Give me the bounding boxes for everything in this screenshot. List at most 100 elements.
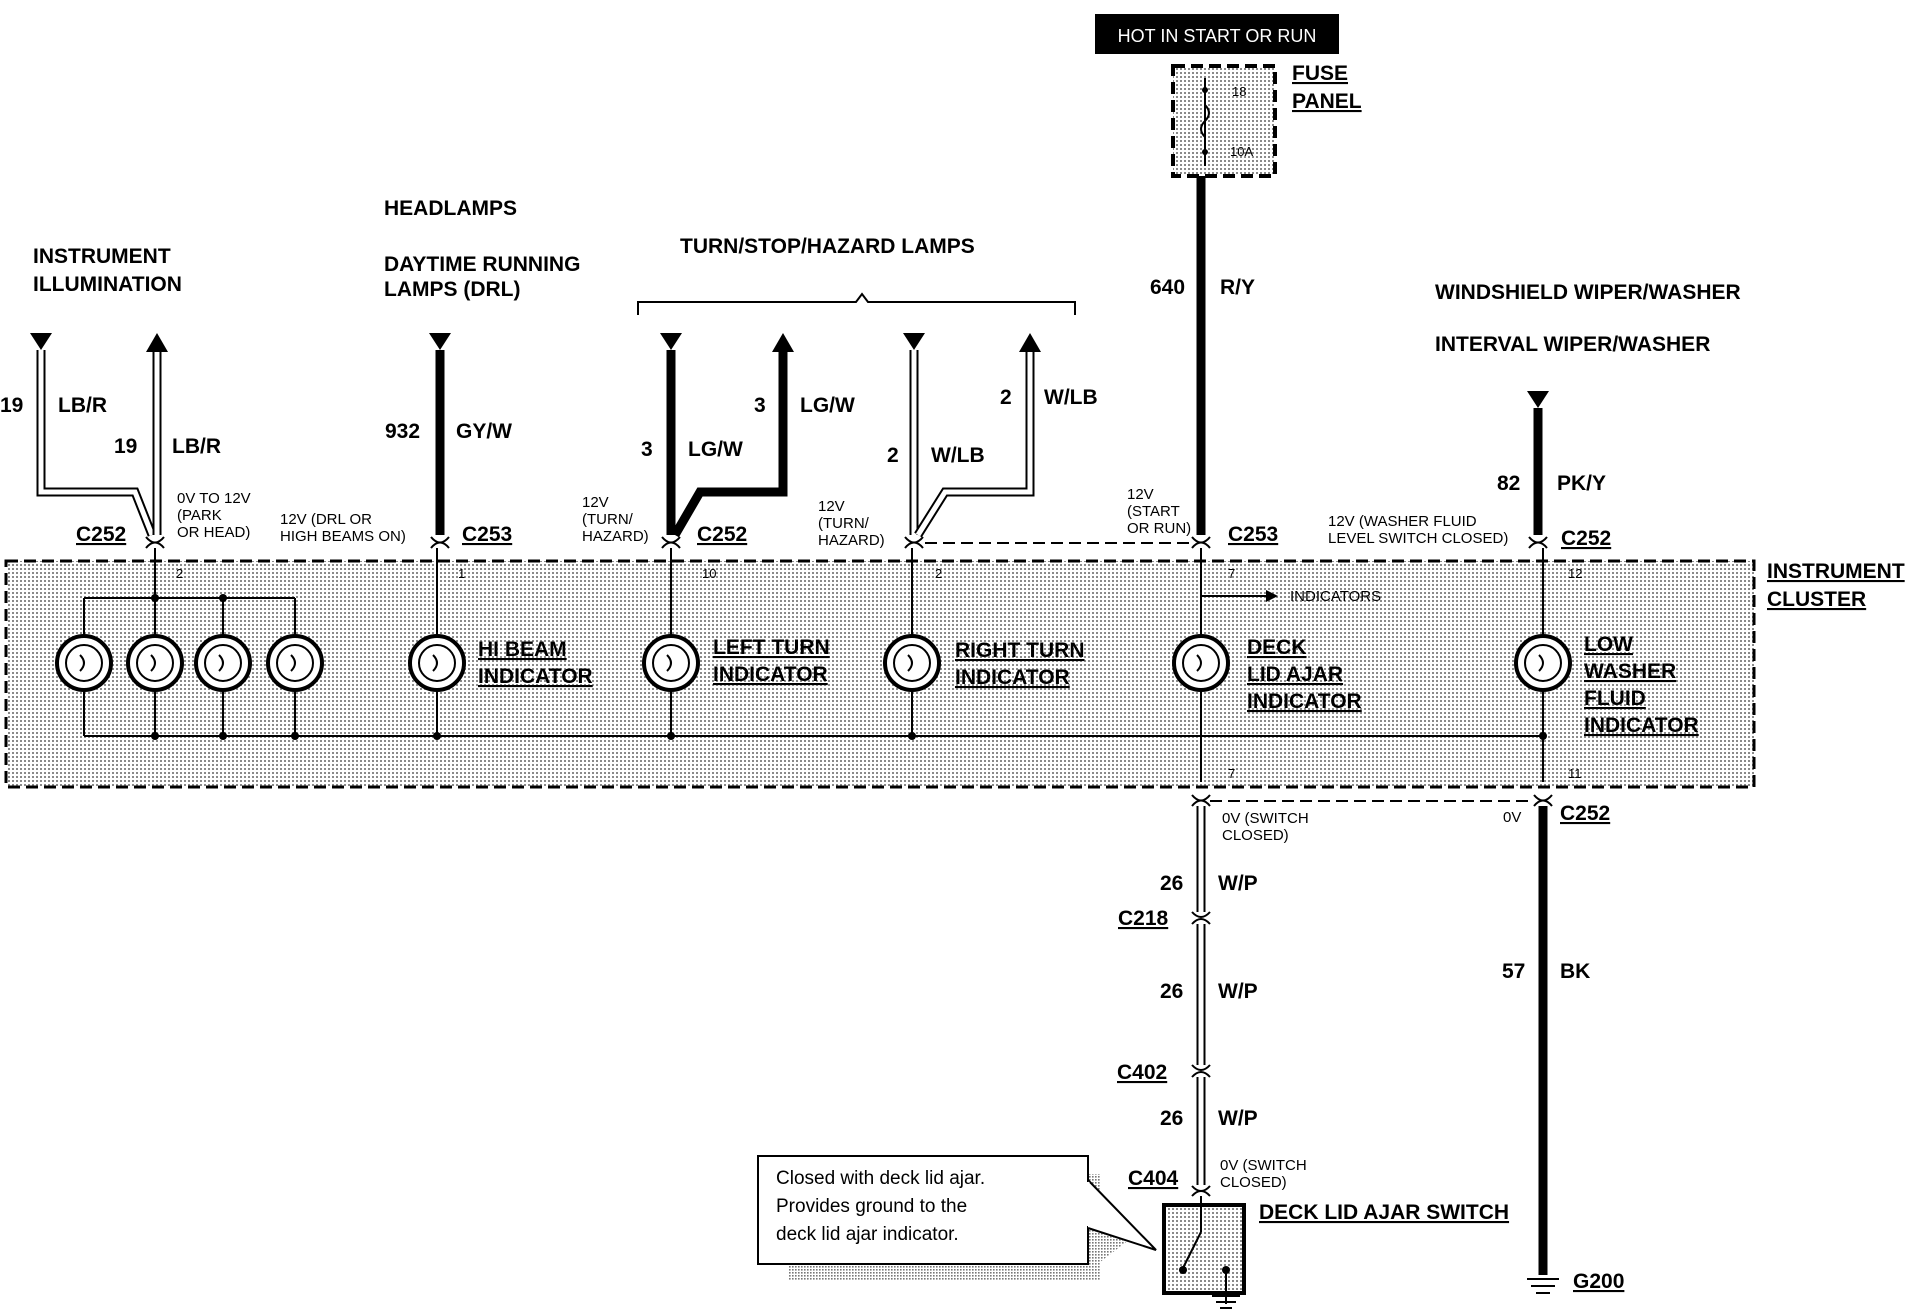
deck-lower-wire-3-number: 26 — [1160, 1107, 1183, 1130]
deck-lower-wire-2-color: W/P — [1218, 980, 1258, 1003]
deck-wire-number: 640 — [1150, 276, 1185, 299]
left-turn-voltage-3: HAZARD) — [582, 528, 649, 545]
power-source-box: HOT IN START OR RUN — [1095, 14, 1339, 54]
right-turn-circuit: 2 W/LB 2 W/LB 12V (TURN/ HAZARD) 2 RIGHT… — [818, 333, 1195, 740]
washer-circuit: WINDSHIELD WIPER/WASHER INTERVAL WIPER/W… — [1328, 281, 1741, 1294]
hi-beam-pin: 1 — [458, 566, 465, 581]
deck-wire-color: R/Y — [1220, 276, 1255, 299]
right-turn-bulb-icon — [883, 634, 941, 692]
note-line-1: Closed with deck lid ajar. — [776, 1168, 985, 1189]
down-arrow-icon — [660, 333, 682, 350]
turn-group: TURN/STOP/HAZARD LAMPS — [637, 235, 1076, 315]
deck-lower-wire-1-number: 26 — [1160, 872, 1183, 895]
right-arrow-icon — [1266, 590, 1278, 602]
hi-beam-title-2b: LAMPS (DRL) — [384, 278, 520, 301]
illum-wire-left-color: LB/R — [58, 394, 107, 417]
illum-bulb-icon — [126, 634, 184, 692]
illum-wire-right-number: 19 — [114, 435, 137, 458]
illum-pin: 2 — [176, 566, 183, 581]
illum-title-2: ILLUMINATION — [33, 273, 182, 296]
deck-lid-bulb-icon — [1172, 634, 1230, 692]
cluster-label-2: CLUSTER — [1767, 588, 1866, 611]
illum-connector: C252 — [76, 523, 126, 546]
down-arrow-icon — [30, 333, 52, 350]
deck-switch-label: DECK LID AJAR SWITCH — [1259, 1201, 1509, 1224]
deck-indicators-label: INDICATORS — [1290, 588, 1381, 605]
hi-beam-connector: C253 — [462, 523, 512, 546]
instrument-illumination-circuit: INSTRUMENT ILLUMINATION 19 LB/R 19 LB/R … — [0, 245, 1543, 740]
washer-indicator-4: INDICATOR — [1584, 714, 1699, 737]
deck-voltage-2: (START — [1127, 503, 1180, 520]
power-source-label: HOT IN START OR RUN — [1118, 26, 1317, 46]
illum-bulb-icon — [194, 634, 252, 692]
note-line-2: Provides ground to the — [776, 1196, 967, 1217]
note-line-3: deck lid ajar indicator. — [776, 1224, 959, 1245]
cluster-label-1: INSTRUMENT — [1767, 560, 1905, 583]
deck-lower-voltage-2: CLOSED) — [1222, 827, 1289, 844]
right-turn-voltage-2: (TURN/ — [818, 515, 870, 532]
washer-title-2: INTERVAL WIPER/WASHER — [1435, 333, 1710, 356]
deck-voltage-3: OR RUN) — [1127, 520, 1191, 537]
left-turn-indicator-2: INDICATOR — [713, 663, 828, 686]
left-turn-indicator-1: LEFT TURN — [713, 636, 830, 659]
hi-beam-circuit: HEADLAMPS DAYTIME RUNNING LAMPS (DRL) 93… — [280, 197, 593, 740]
deck-lower-wire-3-color: W/P — [1218, 1107, 1258, 1130]
deck-lower-voltage-1: 0V (SWITCH — [1222, 810, 1309, 827]
hi-beam-title-1: HEADLAMPS — [384, 197, 517, 220]
left-turn-bulb-icon — [642, 634, 700, 692]
ground-wire-number: 57 — [1502, 960, 1525, 983]
deck-connector-c402: C402 — [1117, 1061, 1167, 1084]
washer-indicator-3: FLUID — [1584, 687, 1646, 710]
right-turn-wire-out-color: W/LB — [1044, 386, 1098, 409]
deck-indicator-1: DECK — [1247, 636, 1307, 659]
fuse-panel: 18 10A FUSE PANEL — [1171, 62, 1362, 178]
turn-group-title: TURN/STOP/HAZARD LAMPS — [680, 235, 975, 258]
washer-wire-color: PK/Y — [1557, 472, 1606, 495]
washer-indicator-1: LOW — [1584, 633, 1633, 656]
deck-lid-circuit: 640 R/Y 12V (START OR RUN) C253 7 INDICA… — [757, 176, 1530, 1309]
illum-wire-left-number: 19 — [0, 394, 23, 417]
right-turn-wire-in-number: 2 — [887, 444, 899, 467]
deck-indicator-2: LID AJAR — [1247, 663, 1343, 686]
ground-icon — [1527, 1278, 1559, 1294]
deck-lower-wire-2-number: 26 — [1160, 980, 1183, 1003]
left-turn-wire-in-color: LG/W — [688, 438, 743, 461]
washer-indicator-2: WASHER — [1584, 660, 1676, 683]
hi-beam-title-2a: DAYTIME RUNNING — [384, 253, 580, 276]
right-turn-voltage-1: 12V — [818, 498, 845, 515]
washer-pin-top: 12 — [1568, 566, 1582, 581]
left-turn-circuit: 3 LG/W 3 LG/W 12V (TURN/ HAZARD) C252 10… — [582, 333, 855, 740]
hi-beam-bulb-icon — [408, 634, 466, 692]
right-turn-wire-in-color: W/LB — [931, 444, 985, 467]
deck-switch-voltage-2: CLOSED) — [1220, 1174, 1287, 1191]
washer-lower-connector: C252 — [1560, 802, 1610, 825]
washer-connector: C252 — [1561, 527, 1611, 550]
illum-bulb-icon — [55, 634, 113, 692]
washer-lower-voltage: 0V — [1503, 809, 1521, 826]
left-turn-voltage-2: (TURN/ — [582, 511, 634, 528]
down-arrow-icon — [429, 333, 451, 350]
washer-pin-bottom: 11 — [1568, 766, 1582, 781]
ground-label: G200 — [1573, 1270, 1624, 1293]
deck-pin-top: 7 — [1228, 566, 1235, 581]
deck-switch-voltage-1: 0V (SWITCH — [1220, 1157, 1307, 1174]
fuse-rating: 10A — [1230, 144, 1253, 159]
low-washer-fluid-bulb-icon — [1514, 634, 1572, 692]
up-arrow-icon — [1019, 333, 1041, 352]
deck-connector-c404: C404 — [1128, 1167, 1179, 1190]
deck-connector-c218: C218 — [1118, 907, 1169, 930]
left-turn-wire-in-number: 3 — [641, 438, 653, 461]
hi-beam-wire-color: GY/W — [456, 420, 512, 443]
fuse-panel-label-1: FUSE — [1292, 62, 1348, 85]
right-turn-pin: 2 — [935, 566, 942, 581]
illum-bulb-icon — [266, 634, 324, 692]
deck-connector: C253 — [1228, 523, 1278, 546]
illum-title-1: INSTRUMENT — [33, 245, 171, 268]
ground-wire-color: BK — [1560, 960, 1590, 983]
up-arrow-icon — [772, 333, 794, 352]
left-turn-connector: C252 — [697, 523, 747, 546]
deck-lower-wire-1-color: W/P — [1218, 872, 1258, 895]
hi-beam-indicator-2: INDICATOR — [478, 665, 593, 688]
hi-beam-voltage-1: 12V (DRL OR — [280, 511, 372, 528]
deck-voltage-1: 12V — [1127, 486, 1154, 503]
